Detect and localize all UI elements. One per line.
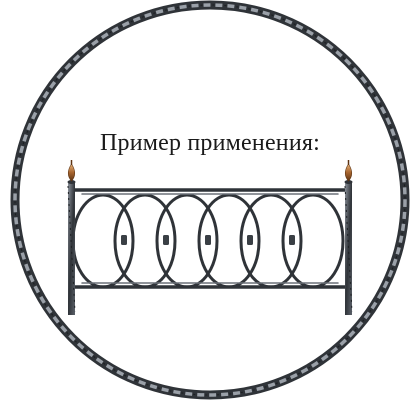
ring-collar-4	[247, 235, 253, 245]
finial-right-icon	[345, 163, 352, 182]
ring-collars	[121, 235, 295, 245]
post-left-cap	[67, 180, 76, 184]
fence-rails	[72, 188, 348, 289]
fence-post-right	[344, 160, 353, 315]
usage-example-caption: Пример применения:	[99, 130, 321, 156]
post-right-bar	[345, 183, 352, 315]
post-right-cap	[344, 180, 353, 184]
rope-frame	[10, 0, 410, 400]
ring-collar-2	[163, 235, 169, 245]
ring-collar-3	[205, 235, 211, 245]
post-left-bar	[68, 183, 75, 315]
fence-section	[67, 160, 353, 315]
fence-post-left	[67, 160, 76, 315]
ring-collar-1	[121, 235, 127, 245]
rope-twist-highlight	[13, 3, 407, 397]
finial-left-icon	[68, 163, 75, 182]
ring-collar-5	[289, 235, 295, 245]
